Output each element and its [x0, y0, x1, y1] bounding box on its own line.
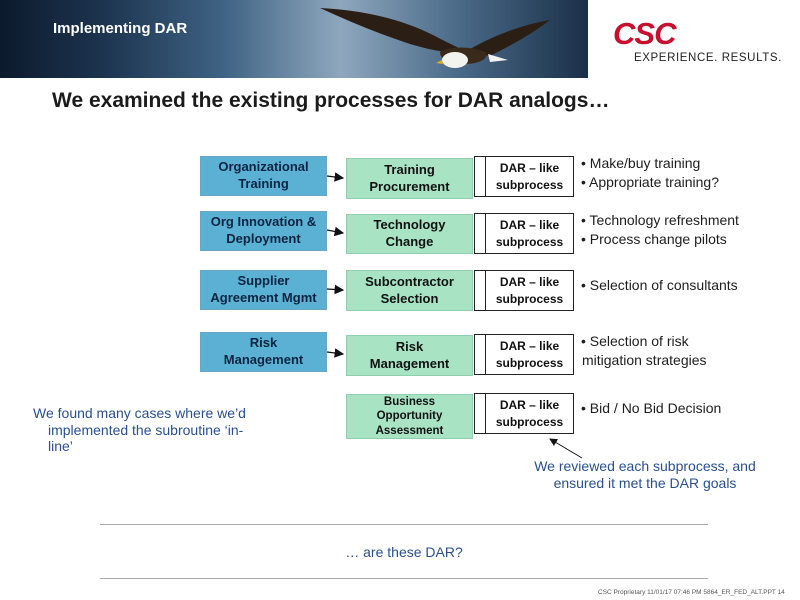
slide-header: Implementing DAR CSC EXPERIENCE. RESULTS… — [0, 0, 800, 78]
arrow-row-1 — [326, 172, 345, 182]
annotation-right: We reviewed each subprocess, and ensured… — [505, 458, 785, 491]
logo-area: CSC EXPERIENCE. RESULTS. — [588, 0, 800, 78]
divider-top — [100, 524, 708, 525]
dar-strip — [485, 214, 486, 253]
callout-arrow — [549, 438, 583, 459]
dar-strip — [485, 394, 486, 433]
annotation-left-line: implemented the subroutine ‘in- — [48, 421, 244, 438]
dar-label: DAR – like subprocess — [495, 161, 564, 192]
note-line: • Appropriate training? — [581, 173, 719, 190]
annotation-left-line: line’ — [48, 438, 73, 455]
middle-box-training-procurement: Training Procurement — [346, 158, 473, 199]
dar-strip — [485, 335, 486, 374]
slide-headline: We examined the existing processes for D… — [52, 89, 610, 112]
left-box-org-innovation: Org Innovation & Deployment — [200, 211, 327, 251]
eagle-image — [320, 8, 550, 68]
arrow-row-2 — [326, 226, 345, 237]
header-banner: Implementing DAR — [0, 0, 588, 78]
note-line: • Selection of consultants — [581, 277, 738, 293]
notes-row-2: • Technology refreshment • Process chang… — [581, 211, 739, 249]
notes-row-3: • Selection of consultants — [581, 276, 738, 295]
middle-box-business-opportunity: Business Opportunity Assessment — [346, 394, 473, 439]
middle-box-technology-change: Technology Change — [346, 214, 473, 254]
arrow-row-4 — [326, 348, 345, 358]
notes-row-5: • Bid / No Bid Decision — [581, 399, 721, 418]
notes-row-1: • Make/buy training • Appropriate traini… — [581, 154, 719, 192]
dar-box-row-3: DAR – like subprocess — [474, 270, 574, 311]
middle-box-risk-management: Risk Management — [346, 335, 473, 376]
dar-label: DAR – like subprocess — [495, 339, 564, 370]
dar-label: DAR – like subprocess — [495, 275, 564, 306]
note-line: • Selection of risk — [581, 333, 689, 349]
note-line: • Process change pilots — [581, 230, 727, 247]
closing-question: … are these DAR? — [345, 544, 463, 560]
csc-logo: CSC — [613, 18, 677, 48]
dar-box-row-4: DAR – like subprocess — [474, 334, 574, 375]
dar-box-row-5: DAR – like subprocess — [474, 393, 574, 434]
footer-text: CSC Proprietary 11/01/17 07:46 PM 5864_E… — [598, 589, 785, 596]
svg-text:CSC: CSC — [613, 18, 677, 48]
annotation-left: We found many cases where we’d implement… — [33, 405, 283, 455]
annotation-right-line: We reviewed each subprocess, and — [534, 458, 756, 474]
dar-label: DAR – like subprocess — [495, 398, 564, 429]
dar-label: DAR – like subprocess — [495, 218, 564, 249]
dar-box-row-2: DAR – like subprocess — [474, 213, 574, 254]
note-line: • Bid / No Bid Decision — [581, 400, 722, 416]
notes-row-4: • Selection of risk mitigation strategie… — [581, 332, 707, 370]
divider-bottom — [100, 578, 708, 579]
dar-box-row-1: DAR – like subprocess — [474, 156, 574, 197]
left-box-risk-management: Risk Management — [200, 332, 327, 372]
note-line: mitigation strategies — [582, 351, 707, 368]
header-title: Implementing DAR — [53, 20, 188, 37]
middle-box-subcontractor-selection: Subcontractor Selection — [346, 270, 473, 311]
dar-strip — [485, 157, 486, 196]
note-line: • Technology refreshment — [581, 212, 739, 228]
annotation-left-line: We found many cases where we’d — [33, 405, 246, 421]
left-box-organizational-training: Organizational Training — [200, 156, 327, 196]
dar-strip — [485, 271, 486, 310]
annotation-right-line: ensured it met the DAR goals — [553, 474, 737, 491]
note-line: • Make/buy training — [581, 155, 701, 171]
tagline: EXPERIENCE. RESULTS. — [634, 52, 782, 64]
left-box-supplier-agreement: Supplier Agreement Mgmt — [200, 270, 327, 310]
arrow-row-3 — [326, 284, 345, 295]
